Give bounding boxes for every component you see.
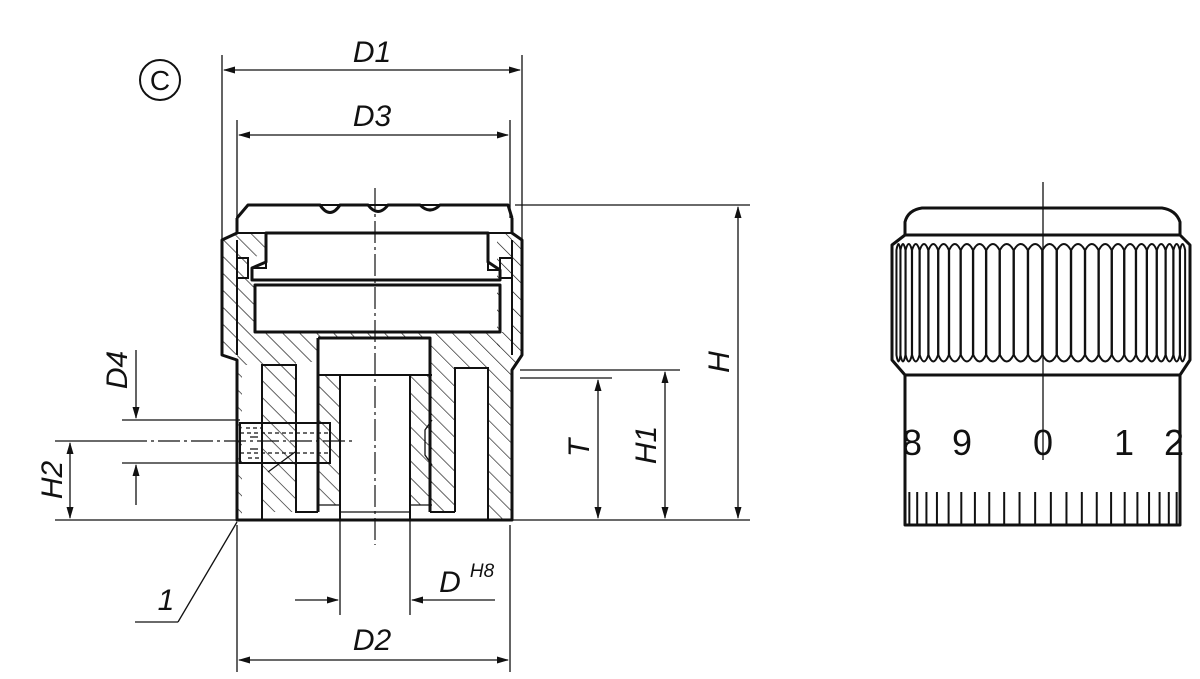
knurl-ribs	[895, 243, 1187, 363]
scale-digit-2: 2	[1164, 422, 1184, 463]
knurl-rib	[937, 243, 950, 363]
dim-d-label: D	[439, 566, 461, 599]
knurl-rib	[1070, 243, 1086, 363]
knurl-rib	[1123, 243, 1137, 363]
knurl-rib	[1135, 243, 1148, 363]
knurl-rib	[1155, 243, 1167, 363]
knurl-rib	[911, 243, 921, 363]
side-view: 8 9 0 1 2	[890, 182, 1192, 527]
knurl-rib	[1055, 243, 1072, 363]
dim-d3-label: D3	[353, 100, 392, 133]
dim-h1-label: H1	[630, 426, 663, 464]
dim-d4-label: D4	[101, 351, 134, 389]
variant-marker: C	[139, 59, 181, 101]
knurl-rib	[1172, 243, 1181, 363]
scale-digit-8: 8	[902, 422, 922, 463]
knurl-rib	[985, 243, 1001, 363]
dim-h2-label: H2	[36, 461, 69, 500]
variant-label: C	[150, 65, 170, 96]
knurl-rib	[904, 243, 913, 363]
dimension-lines	[55, 55, 750, 672]
knurl-rib	[1164, 243, 1175, 363]
set-screw	[239, 422, 331, 464]
knurl-rib	[1110, 243, 1126, 363]
knurl-rib	[1084, 243, 1100, 363]
knurl-rib	[1097, 243, 1113, 363]
knurl-rib	[927, 243, 940, 363]
knurl-rib	[959, 243, 974, 363]
knurl-rib	[972, 243, 987, 363]
hatched-material	[222, 204, 522, 520]
scale-digit-9: 9	[952, 422, 972, 463]
knurl-rib	[1041, 243, 1058, 363]
item-number: 1	[158, 584, 175, 617]
dim-t-label: T	[563, 436, 596, 457]
knurl-rib	[1179, 243, 1187, 363]
knurl-rib	[998, 243, 1015, 363]
dim-d1-label: D1	[353, 36, 391, 69]
knurl-rib	[1145, 243, 1158, 363]
scale-ticks	[908, 492, 1178, 525]
scale-digit-1: 1	[1114, 422, 1134, 463]
knurl-rib	[918, 243, 930, 363]
knurl-rib	[1027, 243, 1044, 363]
dim-d-tolerance: H8	[470, 561, 495, 582]
knurl-rib	[948, 243, 962, 363]
dim-d2-label: D2	[353, 624, 392, 657]
section-view	[125, 188, 524, 545]
dim-h-label: H	[703, 351, 736, 373]
knurl-rib	[1012, 243, 1029, 363]
